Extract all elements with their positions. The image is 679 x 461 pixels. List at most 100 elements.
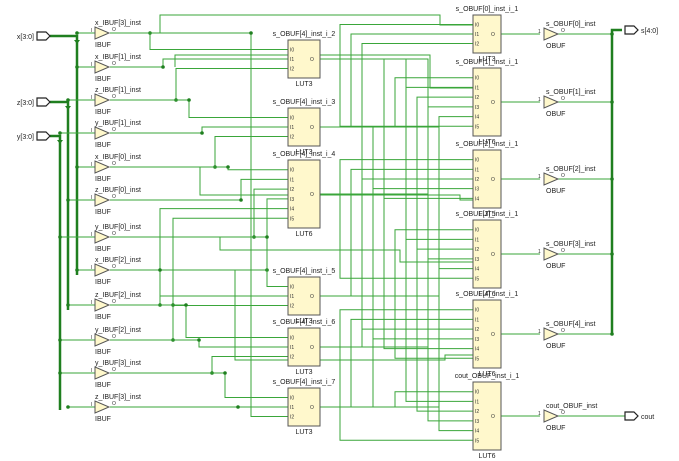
- pin-o: O: [310, 192, 314, 198]
- pin-i1: I1: [290, 294, 294, 300]
- pin-o: O: [561, 96, 565, 102]
- port-y[interactable]: y[3:0]: [17, 131, 51, 141]
- port-cout[interactable]: cout: [624, 411, 654, 421]
- port-z-shape: [36, 97, 51, 107]
- ibuf-triangle: [94, 93, 111, 107]
- pin-o: O: [310, 345, 314, 351]
- junction-dot: [66, 98, 70, 102]
- net-wire: [320, 58, 473, 260]
- junction-dot: [197, 338, 201, 342]
- pin-i1: I1: [475, 317, 479, 323]
- ibuf-name: y_IBUF[2]_inst: [95, 327, 141, 334]
- net-wire: [110, 304, 288, 338]
- mid-lut-body: [287, 327, 321, 367]
- ibuf-name: x_IBUF[1]_inst: [95, 54, 141, 61]
- mid-lut-body: [287, 107, 321, 147]
- obuf-type: OBUF: [546, 111, 565, 118]
- pin-i: I: [91, 232, 92, 238]
- pin-i: I: [91, 300, 92, 306]
- mid-lut-body: [287, 159, 321, 229]
- net-wire: [110, 166, 288, 171]
- pin-i1: I1: [290, 405, 294, 411]
- mid-lut-type: LUT3: [295, 369, 312, 376]
- pin-i: I: [91, 128, 92, 134]
- mid-lut-name: s_OBUF[4]_inst_i_2: [273, 31, 336, 38]
- pin-i2: I2: [475, 95, 479, 101]
- pin-o: O: [491, 414, 495, 420]
- port-cout-label: cout: [641, 414, 654, 421]
- net-wire: [50, 134, 62, 410]
- junction-dot: [66, 198, 70, 202]
- net-wire: [320, 77, 473, 128]
- pin-i2: I2: [290, 355, 294, 361]
- pin-o: O: [561, 28, 565, 34]
- net-wire: [110, 236, 288, 287]
- bus-arrow: [65, 106, 71, 110]
- pin-i3: I3: [475, 105, 479, 111]
- port-z[interactable]: z[3:0]: [17, 97, 51, 107]
- obuf-name: s_OBUF[1]_inst: [546, 89, 595, 96]
- net-wire: [110, 269, 288, 297]
- net-wire: [320, 58, 473, 199]
- obuf-triangle: [543, 247, 560, 261]
- net-wire: [174, 54, 473, 89]
- net-wire: [320, 193, 473, 422]
- net-wire: [320, 43, 473, 195]
- ibuf-type: IBUF: [95, 109, 111, 116]
- obuf-type: OBUF: [546, 188, 565, 195]
- obuf-name: s_OBUF[3]_inst: [546, 241, 595, 248]
- ibuf-type: IBUF: [95, 416, 111, 423]
- pin-i: I: [91, 402, 92, 408]
- net-wire: [50, 100, 70, 310]
- pin-i1: I1: [475, 167, 479, 173]
- net-wire: [110, 58, 288, 68]
- ibuf-triangle: [94, 26, 111, 40]
- pin-i: I: [91, 335, 92, 341]
- pin-i5: I5: [475, 276, 479, 282]
- port-y-shape: [36, 131, 51, 141]
- ibuf-type: IBUF: [95, 176, 111, 183]
- port-s[interactable]: s[4:0]: [624, 25, 658, 35]
- ibuf-triangle: [94, 60, 111, 74]
- pin-i1: I1: [475, 85, 479, 91]
- port-x[interactable]: x[3:0]: [17, 31, 51, 41]
- junction-dot: [58, 338, 62, 342]
- pin-i5: I5: [290, 216, 294, 222]
- pin-i4: I4: [290, 207, 294, 213]
- mid-lut-body: [287, 39, 321, 79]
- pin-o: O: [112, 194, 116, 200]
- net-wire: [320, 318, 473, 408]
- net-wire: [320, 248, 473, 408]
